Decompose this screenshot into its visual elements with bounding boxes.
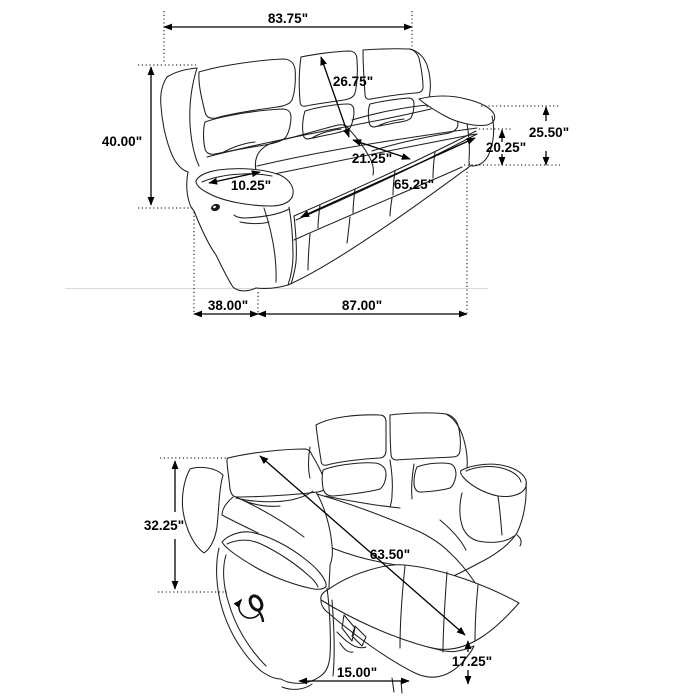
svg-text:15.00": 15.00" [337,665,377,680]
svg-text:26.75": 26.75" [333,74,373,89]
svg-text:38.00": 38.00" [208,298,248,313]
svg-text:20.25": 20.25" [486,140,526,155]
svg-text:83.75": 83.75" [268,11,308,26]
svg-text:40.00": 40.00" [102,134,142,149]
svg-text:32.25": 32.25" [144,518,184,533]
svg-text:10.25": 10.25" [231,178,271,193]
svg-text:17.25": 17.25" [452,654,492,669]
svg-text:87.00": 87.00" [342,298,382,313]
svg-text:65.25": 65.25" [394,177,434,192]
svg-text:25.50": 25.50" [529,125,569,140]
svg-text:21.25": 21.25" [352,151,392,166]
svg-text:63.50": 63.50" [370,547,410,562]
